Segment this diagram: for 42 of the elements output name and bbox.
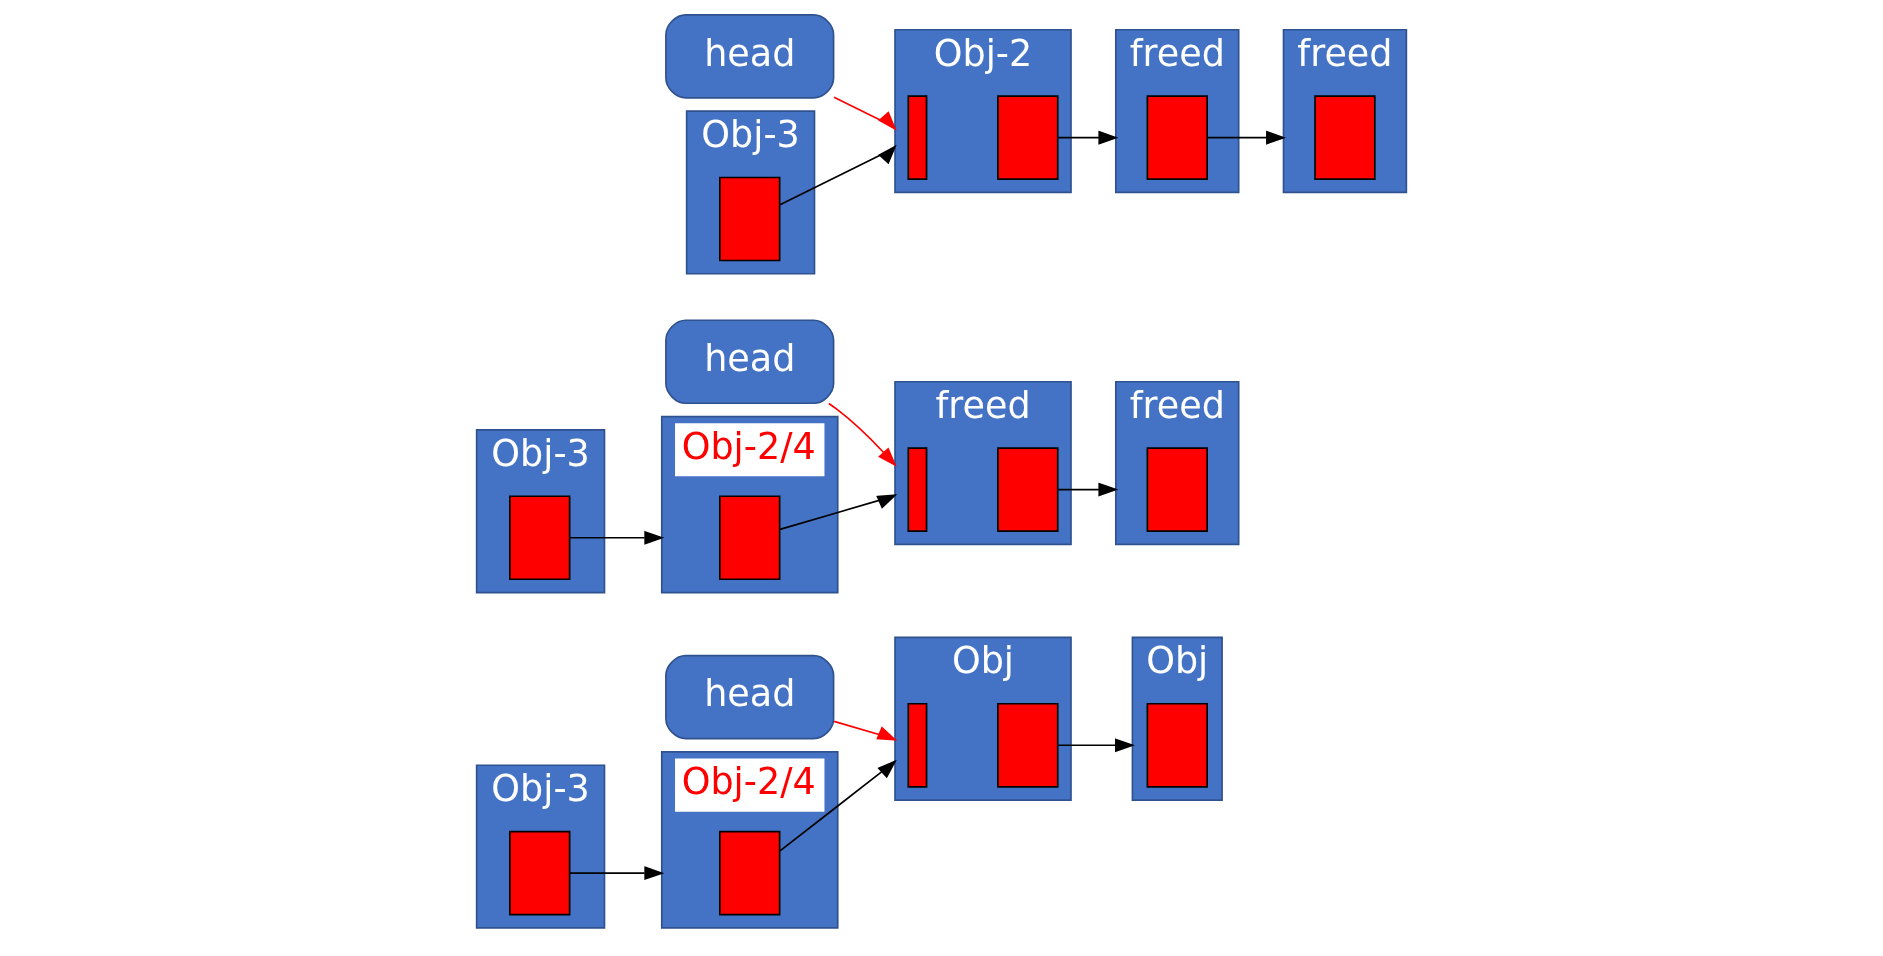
arrow: [1057, 482, 1119, 497]
cluster: freed: [1115, 380, 1240, 546]
cluster: freed: [1282, 28, 1408, 194]
arrow: [833, 96, 897, 131]
node-box: [509, 830, 571, 916]
arrow: [568, 866, 665, 881]
node-box: [1314, 95, 1376, 180]
cluster: Obj: [894, 636, 1072, 801]
arrow: [568, 530, 665, 545]
arrow: [779, 144, 897, 206]
node-box: head: [665, 654, 835, 740]
node-box: [1146, 95, 1208, 180]
node-box: [997, 702, 1059, 788]
node-box: [907, 95, 928, 180]
arrow: [779, 494, 898, 531]
cluster: Obj-2/4: [660, 751, 839, 929]
node-box: [1146, 702, 1208, 788]
node-box: [907, 702, 928, 788]
cluster: Obj: [1131, 636, 1223, 801]
cluster: Obj-2/4: [660, 415, 839, 594]
arrow: [1057, 738, 1135, 753]
node-box: [719, 176, 781, 262]
node-box: [719, 830, 781, 916]
node-box: [1146, 447, 1208, 532]
node-box: [509, 495, 571, 581]
cluster: Obj-3: [685, 110, 816, 275]
node-box: [997, 447, 1059, 532]
arrow: [1206, 130, 1286, 145]
node-box: head: [665, 13, 835, 99]
node-box: [719, 495, 781, 581]
node-box: [907, 447, 928, 532]
arrow: [833, 720, 898, 741]
cluster: Obj-3: [475, 429, 606, 594]
arrow: [779, 759, 897, 852]
cluster: freed: [1115, 28, 1240, 194]
cluster: freed: [894, 380, 1072, 546]
cluster: Obj-2: [894, 28, 1072, 194]
cluster: Obj-3: [475, 764, 606, 929]
arrow: [1057, 130, 1119, 145]
node-box: [997, 95, 1059, 180]
node-box: head: [665, 319, 835, 405]
arrow: [828, 402, 897, 467]
